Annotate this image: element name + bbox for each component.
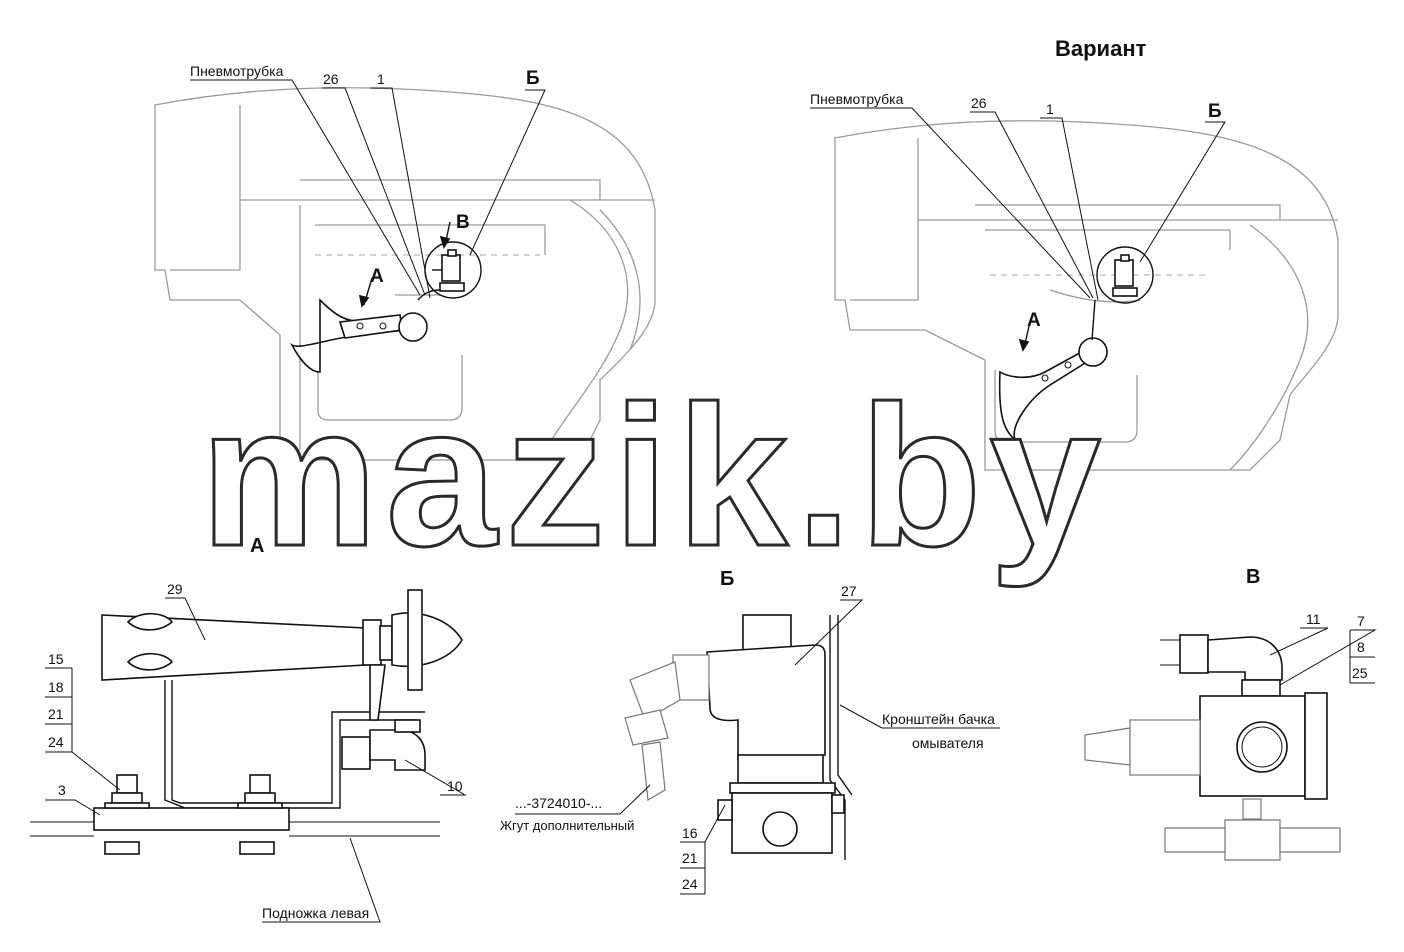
callout-10: 10 <box>447 778 463 794</box>
callout-16: 16 <box>682 825 698 841</box>
detail-b-title: Б <box>720 568 734 590</box>
callout-21-a: 21 <box>48 706 64 722</box>
callout-24-a: 24 <box>48 734 64 750</box>
washer-tank-bracket <box>829 615 853 860</box>
callout-24-b: 24 <box>682 876 698 892</box>
elbow-fitting-10 <box>341 736 371 770</box>
callout-21-b: 21 <box>682 850 698 866</box>
callout-26-right: 26 <box>971 95 987 111</box>
detail-v: В 11 7 8 25 <box>1084 566 1377 861</box>
callout-27: 27 <box>841 583 857 599</box>
callout-29: 29 <box>167 581 183 597</box>
callout-15: 15 <box>48 651 64 667</box>
detail-a: А 29 <box>30 535 467 923</box>
horn-diaphragm <box>398 312 428 342</box>
solenoid-cap <box>742 614 792 651</box>
solenoid-coil-27 <box>706 644 826 761</box>
top-right-view: Вариант Пневмотрубка 26 1 Б А <box>810 36 1339 471</box>
callout-11: 11 <box>1306 611 1321 627</box>
callout-pneumotube-right: Пневмотрубка <box>810 91 904 107</box>
cab-outline-left <box>154 87 656 461</box>
detail-b-circle-variant <box>1096 246 1154 304</box>
view-label-a-left: А <box>370 266 384 287</box>
callout-3: 3 <box>58 782 66 798</box>
callout-harness-name: Жгут дополнительный <box>500 818 634 833</box>
view-label-a-right: А <box>1027 310 1041 331</box>
cab-outline-right <box>834 120 1339 471</box>
view-label-v-left: В <box>456 212 470 233</box>
callout-footstep-left: Подножка левая <box>262 905 369 921</box>
mount-plate-3 <box>93 807 290 831</box>
horn-diaphragm-variant <box>1078 337 1108 367</box>
callout-25: 25 <box>1352 665 1368 681</box>
callout-b-right: Б <box>1208 101 1222 122</box>
callout-pneumotube-left: Пневмотрубка <box>190 63 284 79</box>
detail-b: Б 27 Кронштейн бачка омывателя ...-37240… <box>500 568 1000 895</box>
elbow-fitting-11 <box>1207 636 1283 681</box>
callout-18: 18 <box>48 679 64 695</box>
watermark: mazik.by <box>200 365 1109 588</box>
callout-bracket-line1: Кронштейн бачка <box>882 711 995 727</box>
callout-bracket-line2: омывателя <box>912 735 984 751</box>
air-horn-variant <box>998 348 1092 441</box>
callout-7: 7 <box>1357 613 1365 629</box>
horn-head <box>391 612 463 668</box>
callout-8: 8 <box>1357 639 1365 655</box>
callout-26-left: 26 <box>323 71 339 87</box>
variant-title: Вариант <box>1055 36 1147 61</box>
detail-v-title: В <box>1246 566 1260 588</box>
detail-a-title: А <box>250 535 264 557</box>
callout-1-right: 1 <box>1046 101 1054 117</box>
callout-harness-code: ...-3724010-... <box>515 795 602 811</box>
callout-1-left: 1 <box>377 71 385 87</box>
top-left-view: Пневмотрубка 26 1 Б А В <box>154 63 656 461</box>
callout-b-left: Б <box>526 68 540 89</box>
